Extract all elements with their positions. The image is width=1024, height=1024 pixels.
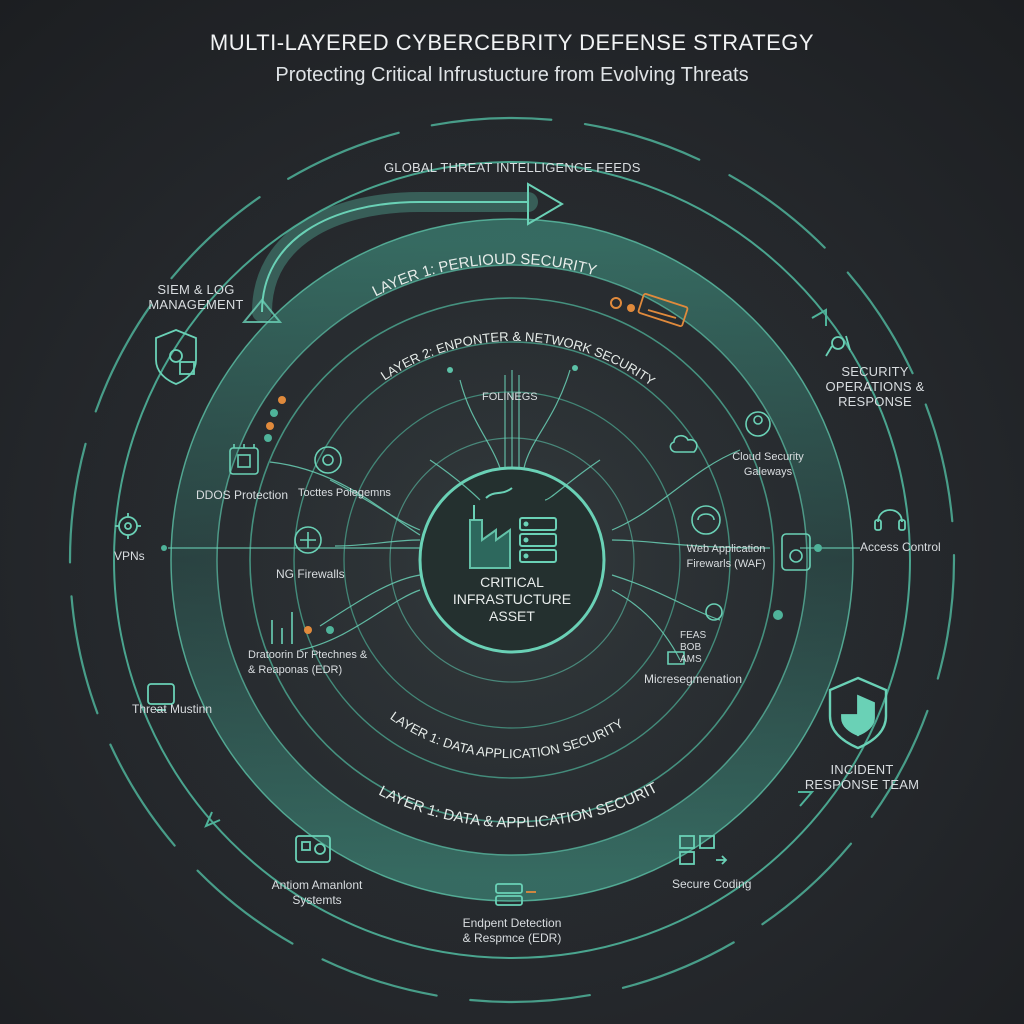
gear-icon: [115, 513, 141, 539]
diagram-subtitle: Protecting Critical Infrustucture from E…: [275, 64, 749, 86]
bars-icon: [271, 612, 293, 644]
layer1-band: [171, 219, 853, 901]
node-ddos-label[interactable]: DDOS Protection: [196, 488, 289, 502]
gear-cluster-icon: [314, 446, 342, 474]
web-icon: [691, 505, 721, 535]
core-label: CRITICAL INFRASTUCTURE ASSET: [452, 574, 572, 624]
node-ngfw-label[interactable]: NG Firewalls: [276, 567, 345, 581]
node-coding-label[interactable]: Secure Coding: [672, 877, 752, 891]
node-cloud-label[interactable]: Cloud Security Galeways: [732, 451, 804, 478]
hub-label: FOLINEGS: [482, 391, 538, 403]
threat-feed-label: GLOBAL THREAT INTELLIGENCE FEEDS: [384, 160, 641, 175]
node-edr-inner-label[interactable]: Dratoorin Dr Ptechnes & & Reaponas (EDR): [248, 649, 368, 676]
device-icon: [781, 533, 811, 571]
chip-icon: [229, 444, 259, 475]
people-icon: [825, 335, 851, 357]
diagram-title: MULTI-LAYERED CYBERCEBRITY DEFENSE STRAT…: [209, 30, 815, 55]
node-waf-label[interactable]: Web Application Firewarls (WAF): [686, 543, 766, 570]
monitor-icon: [147, 683, 175, 711]
node-policies-label[interactable]: Tocttes Polegemns: [298, 487, 391, 499]
node-vpns-label[interactable]: VPNs: [114, 549, 145, 563]
outer-ring: [113, 161, 911, 959]
cloud-icon: [669, 434, 698, 453]
connector-lines: [168, 369, 860, 661]
node-hunting-label[interactable]: Threat Mustinn: [132, 702, 213, 716]
shield-icon: [828, 676, 888, 750]
node-incident-label[interactable]: INCIDENT RESPONSE TEAM: [804, 762, 920, 792]
accent-dots: [161, 297, 822, 634]
server-icon: [495, 883, 536, 906]
node-access-label[interactable]: Access Control: [860, 540, 941, 554]
node-micro-tags-label: FEAS BOB AMS: [680, 630, 707, 665]
threat-feed-arrow: [241, 182, 564, 323]
headset-icon: [874, 509, 906, 531]
node-edr-bottom-label[interactable]: Endpent Detection & Respmce (EDR): [462, 916, 562, 945]
lightbulb-person-icon: [745, 411, 771, 437]
node-siem-label[interactable]: SIEM & LOG MANAGEMENT: [148, 282, 244, 312]
shield-lock-icon: [155, 329, 197, 385]
ring-arrow-heads: [204, 308, 827, 828]
node-soc-label[interactable]: SECURITY OPERATIONS & RESPONSE: [825, 364, 925, 409]
code-icon: [679, 835, 728, 865]
factory-server-icon: [469, 487, 557, 569]
layer3-ring: [293, 341, 731, 779]
layer2-ring: [249, 297, 775, 823]
panel-icon: [295, 835, 331, 863]
layer1-band-edge-outer: [170, 218, 854, 902]
node-micro-label[interactable]: Micresegmenation: [644, 672, 743, 686]
segment-icon: [667, 603, 723, 665]
layer1-band-edge-inner: [216, 264, 808, 856]
outer-dashed-ring: [68, 116, 956, 1004]
orange-tag-icon: [637, 293, 689, 327]
node-auth-label[interactable]: Antiom Amanlont Systemts: [271, 878, 363, 907]
firewall-icon: [294, 526, 322, 554]
